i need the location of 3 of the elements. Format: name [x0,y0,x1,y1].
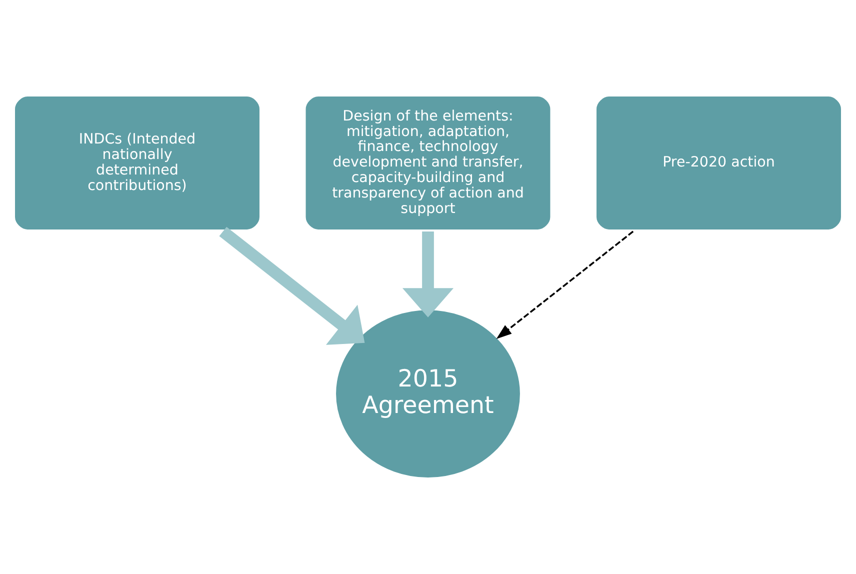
arrow [496,230,634,339]
arrow [219,226,365,345]
arrow [402,231,454,318]
